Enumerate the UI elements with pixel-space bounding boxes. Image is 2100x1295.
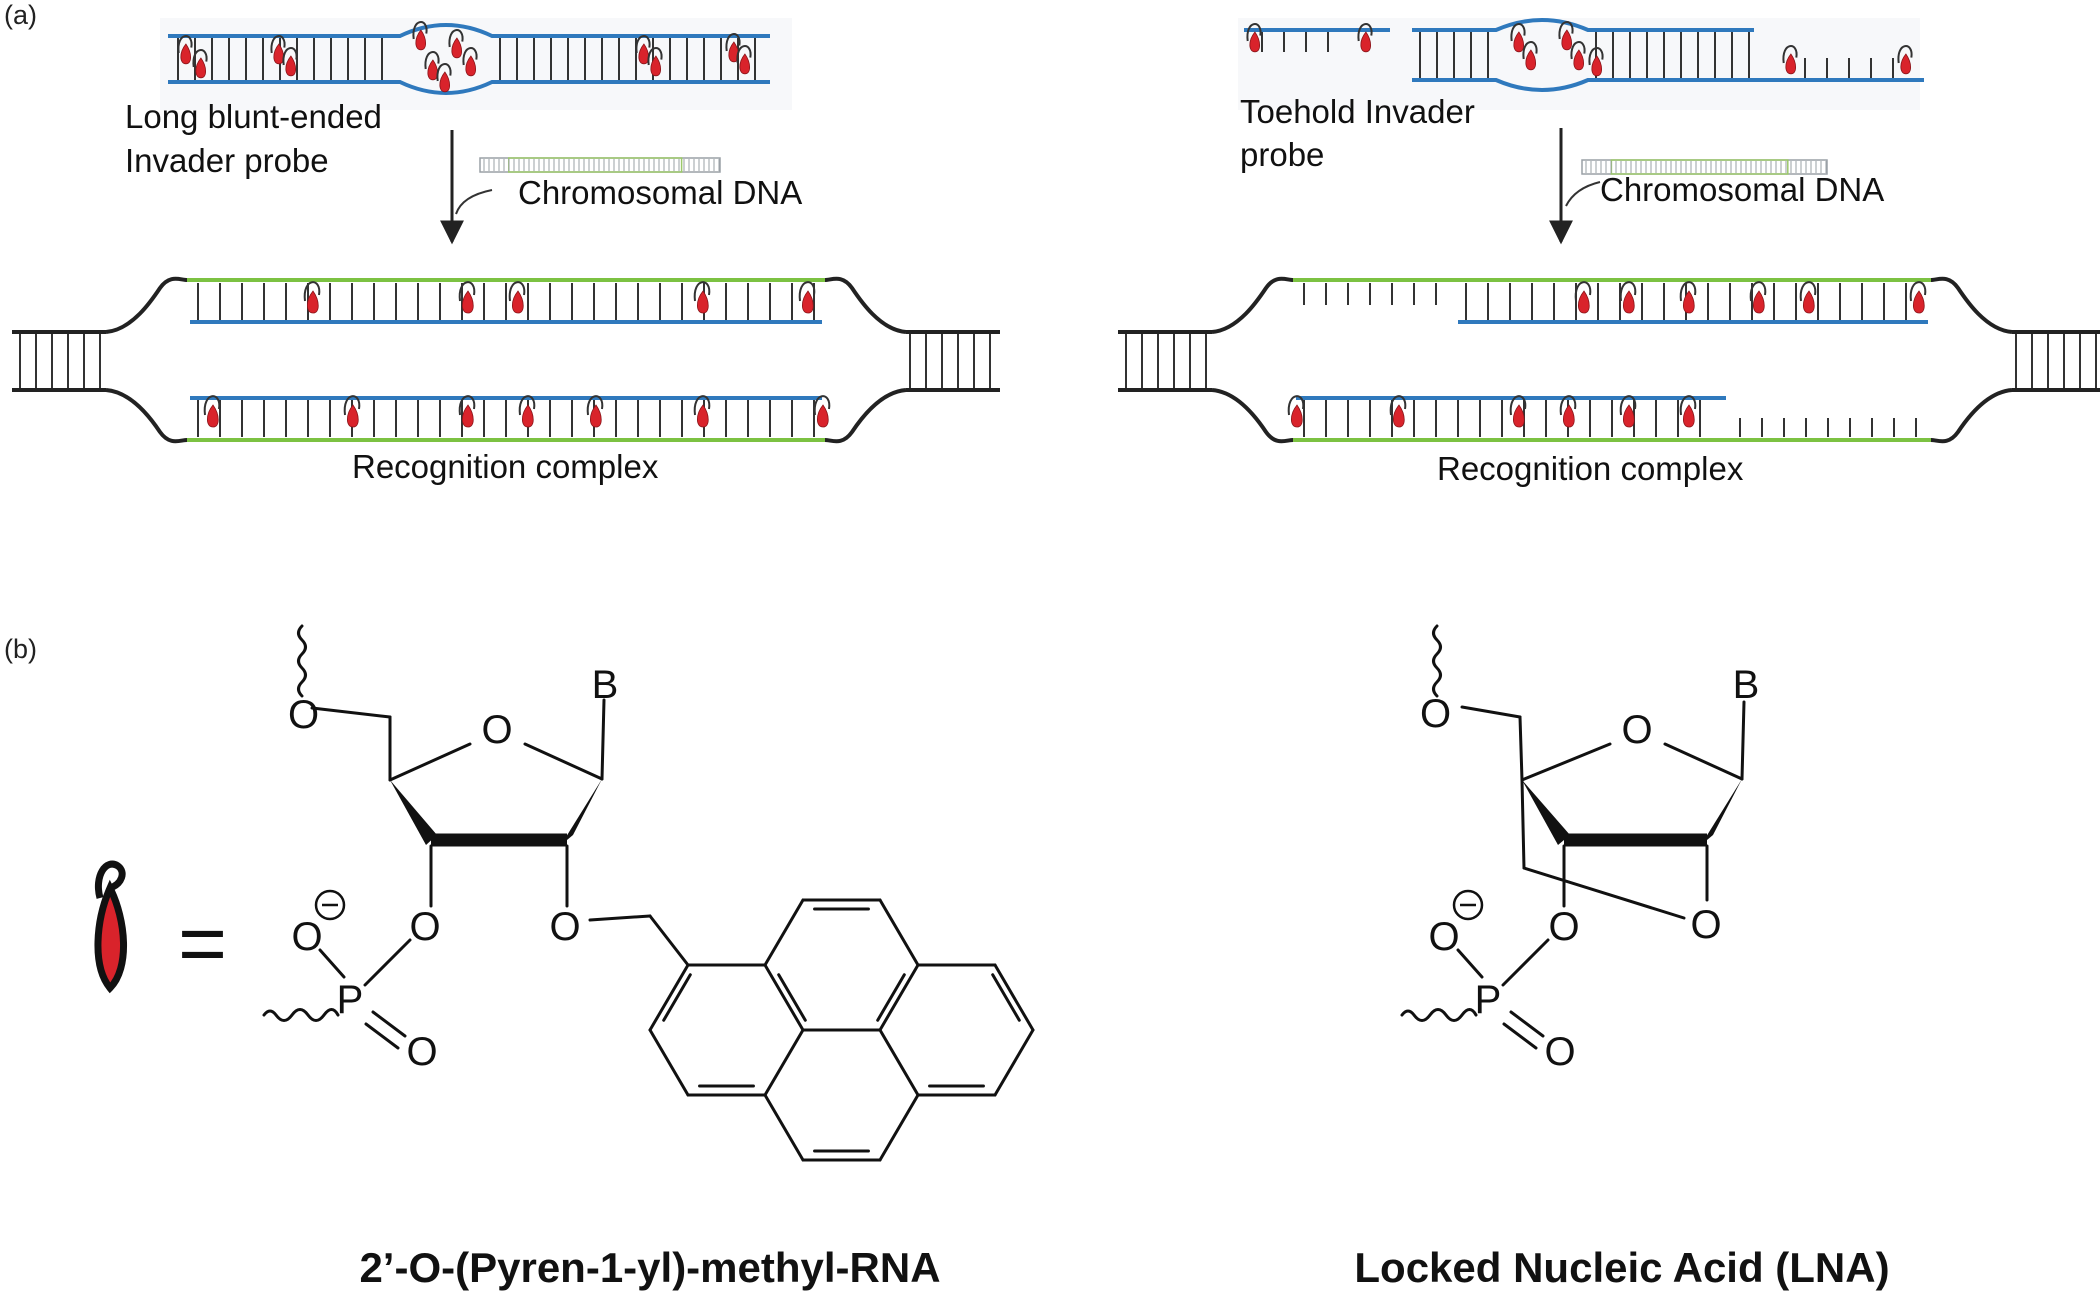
atom-phosphorus: P	[337, 978, 364, 1022]
pyrene-monomer-icon	[436, 63, 452, 93]
pyrene-monomer-icon	[1509, 395, 1527, 428]
pyrene-monomer-icon	[1246, 23, 1262, 53]
pyrene-monomer-icon	[458, 281, 476, 314]
wavy-bond-icon	[1400, 1008, 1478, 1022]
pyrene-monomer-icon	[518, 395, 536, 428]
recognition-complex-right	[1118, 276, 2100, 444]
pyrene-monomer-icon	[736, 45, 752, 75]
callout-line-left	[455, 189, 493, 215]
blunt-probe-label-line2: Invader probe	[125, 142, 329, 179]
pyrene-rna-title: 2’-O-(Pyren-1-yl)-methyl-RNA	[359, 1244, 940, 1291]
atom-o-double: O	[406, 1030, 437, 1074]
pyrene-monomer-icon	[1799, 281, 1817, 314]
atom-phosphorus: P	[1475, 978, 1502, 1022]
pyrene-monomer-icon	[1570, 41, 1586, 71]
atom-o-minus: O	[291, 915, 322, 959]
lna-title: Locked Nucleic Acid (LNA)	[1354, 1244, 1889, 1291]
pyrene-monomer-icon	[508, 281, 526, 314]
recognition-complex-label-right: Recognition complex	[1437, 450, 1744, 487]
pyrene-monomer-icon	[1619, 281, 1637, 314]
pyrene-monomer-icon	[1287, 395, 1305, 428]
atom-base: B	[592, 663, 619, 707]
wavy-bond-icon	[297, 624, 307, 698]
atom-ring-oxygen: O	[481, 708, 512, 752]
atom-ring-oxygen: O	[1621, 708, 1652, 752]
toehold-invader-probe	[1238, 18, 1924, 110]
pyrene-monomer-icon	[448, 29, 464, 59]
pyrene-monomer-icon	[458, 395, 476, 428]
pyrene-monomer-icon	[270, 35, 286, 65]
atom-o5: O	[288, 693, 319, 737]
pyrene-monomer-icon	[1588, 47, 1604, 77]
atom-o2: O	[1690, 903, 1721, 947]
atom-o-minus: O	[1428, 915, 1459, 959]
pyrene-monomer-icon	[462, 47, 478, 77]
atom-o2: O	[549, 905, 580, 949]
pyrene-monomer-icon	[282, 47, 298, 77]
chromosomal-dna-icon-right	[1581, 159, 1828, 175]
negative-charge-icon	[1452, 889, 1484, 921]
pyrene-monomer-icon	[635, 35, 651, 65]
pyrene-monomer-icon	[1749, 281, 1767, 314]
pyrene-monomer-icon	[1897, 45, 1913, 75]
recognition-complex-label-left: Recognition complex	[352, 448, 659, 485]
wavy-bond-icon	[1432, 624, 1442, 698]
recognition-complex-left	[12, 276, 1000, 444]
pyrene-monomer-icon	[1909, 281, 1927, 314]
wavy-bond-icon	[262, 1008, 340, 1022]
pyrene-monomer-icon	[1522, 41, 1538, 71]
atom-o5: O	[1420, 692, 1451, 736]
pyrene-monomer-icon	[1679, 281, 1697, 314]
pyrene-monomer-icon	[424, 51, 440, 81]
atom-o3: O	[1548, 905, 1579, 949]
pyrene-monomer-icon	[1558, 21, 1574, 51]
toehold-probe-label-line1: Toehold Invader	[1240, 93, 1475, 130]
pyrene-monomer-icon	[725, 33, 741, 63]
equals-sign: =	[178, 896, 227, 990]
pyrene-monomer-icon	[798, 281, 816, 314]
atom-o-double: O	[1544, 1030, 1575, 1074]
pyrene-monomer-icon	[1510, 23, 1526, 53]
chromosomal-dna-label-left: Chromosomal DNA	[518, 174, 802, 211]
pyrene-monomer-icon	[177, 35, 193, 65]
pyrene-rna-structure: O O B O O O P O	[262, 624, 1035, 1162]
pyrene-monomer-icon	[1389, 395, 1407, 428]
pyrene-monomer-icon	[1357, 23, 1373, 53]
pyrene-monomer-icon	[586, 395, 604, 428]
pyrene-monomer-icon	[647, 47, 663, 77]
pyrene-monomer-icon	[1574, 281, 1592, 314]
blunt-probe-label-line1: Long blunt-ended	[125, 98, 382, 135]
pyrene-monomer-icon	[1619, 395, 1637, 428]
pyrene-monomer-icon	[412, 21, 428, 51]
pyrene-monomer-icon	[813, 395, 831, 428]
blunt-ended-invader-probe	[160, 18, 792, 110]
lna-structure: O O B O O O P O	[1400, 624, 1760, 1074]
pyrene-monomer-icon	[1559, 395, 1577, 428]
pyrene-monomer-icon	[693, 395, 711, 428]
panel-label-b: (b)	[4, 634, 37, 664]
callout-line-right	[1565, 181, 1601, 207]
atom-o3: O	[409, 905, 440, 949]
panel-label-a: (a)	[4, 0, 37, 30]
pyrene-monomer-icon	[693, 281, 711, 314]
toehold-probe-label-line2: probe	[1240, 136, 1324, 173]
pyrene-monomer-icon	[203, 395, 221, 428]
pyrene-monomer-icon	[192, 49, 208, 79]
pyrene-monomer-symbol-icon	[94, 860, 128, 994]
negative-charge-icon	[314, 889, 346, 921]
pyrene-monomer-icon	[303, 281, 321, 314]
pyrene-monomer-icon	[343, 395, 361, 428]
atom-base: B	[1733, 663, 1760, 707]
pyrene-monomer-icon	[1782, 45, 1798, 75]
chromosomal-dna-icon-left	[479, 157, 721, 173]
chromosomal-dna-label-right: Chromosomal DNA	[1600, 171, 1884, 208]
pyrene-monomer-icon	[1679, 395, 1697, 428]
